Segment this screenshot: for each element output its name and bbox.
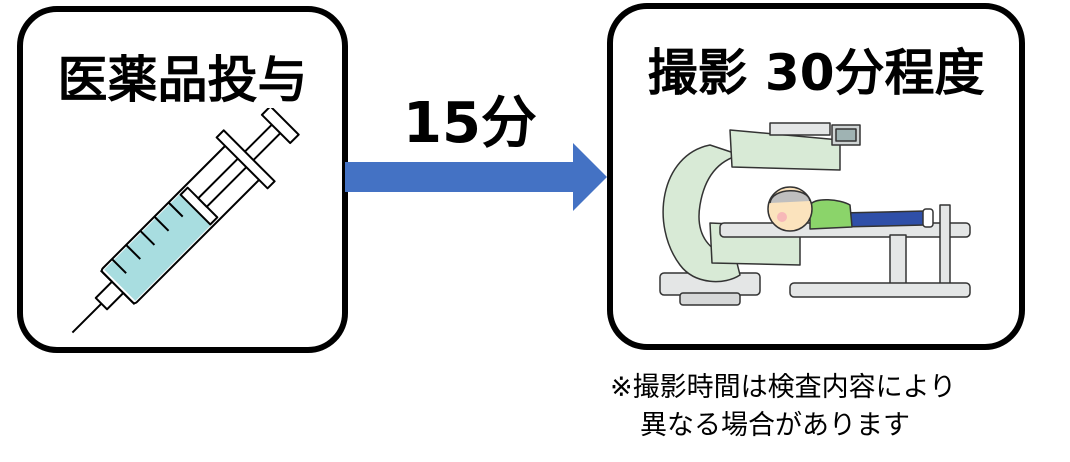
note-line-1: ※撮影時間は検査内容により [610, 372, 957, 403]
step-title-drug-administration: 医薬品投与 [57, 51, 308, 109]
gamma-camera-scanner-icon [659, 122, 971, 306]
interval-label: 15分 [403, 91, 537, 156]
syringe-icon [71, 108, 300, 334]
step-panel-drug-administration: 医薬品投与 [17, 6, 348, 353]
step-title-imaging: 撮影 30分程度 [647, 44, 985, 102]
note-line-2: 異なる場合があります [640, 410, 910, 441]
flow-arrow [345, 143, 607, 211]
